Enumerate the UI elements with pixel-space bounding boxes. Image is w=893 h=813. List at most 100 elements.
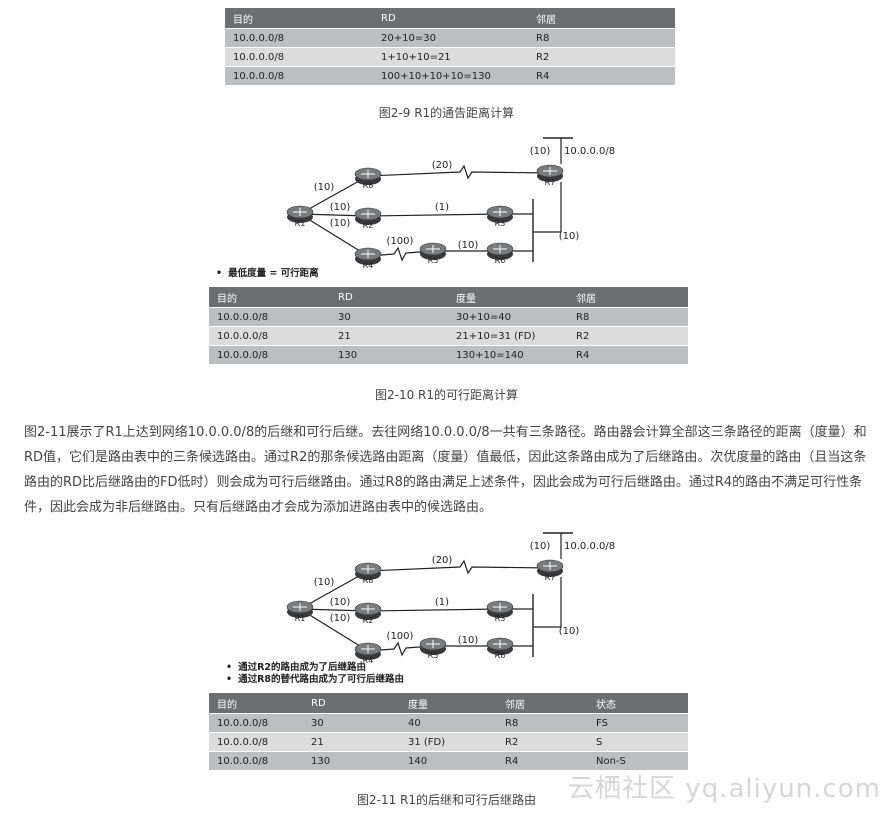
table-cell: 10.0.0.0/8 (209, 732, 303, 752)
table-row: 10.0.0.0/8 20+10=30 R8 (225, 28, 675, 48)
table-cell: 10.0.0.0/8 (209, 307, 330, 327)
table-cell: 100+10+10+10=130 (373, 66, 528, 85)
table-cell: R4 (497, 751, 588, 770)
router-arrows-icon (493, 208, 507, 216)
router-icon (536, 559, 564, 577)
metric-label: (10) (458, 635, 479, 646)
metric-label: (10) (330, 613, 351, 624)
table-header-row: 目的 RD 度量 邻居 (209, 287, 688, 308)
router-icon (354, 562, 382, 580)
metric-label: (1) (435, 202, 449, 213)
header-cell: 状态 (588, 693, 688, 714)
table-row: 10.0.0.0/8 100+10+10+10=130 R4 (225, 66, 675, 85)
router-label: R3 (495, 219, 506, 228)
body-paragraph: 图2-11展示了R1上达到网络10.0.0.0/8的后继和可行后继。去往网络10… (24, 425, 867, 515)
metric-label: (10) (530, 541, 551, 552)
header-cell: RD (330, 287, 448, 308)
router-icon (286, 600, 314, 618)
table-cell: R4 (568, 345, 688, 364)
metric-label: (10) (330, 202, 351, 213)
router-icon (486, 242, 514, 260)
router-label: R1 (295, 614, 306, 623)
header-cell: 目的 (209, 693, 303, 714)
header-cell: 邻居 (568, 287, 688, 308)
router-arrows-icon (493, 640, 507, 648)
router-arrows-icon (361, 250, 375, 258)
router-label: R7 (545, 573, 556, 582)
router-arrows-icon (361, 605, 375, 613)
metric-label: (100) (387, 236, 414, 247)
table-cell: 30+10=40 (448, 307, 568, 327)
router-icon (486, 637, 514, 655)
table-cell: 10.0.0.0/8 (209, 713, 303, 733)
table-fd: 目的 RD 度量 邻居 10.0.0.0/8 30 30+10=40 R8 10… (209, 287, 688, 364)
table-cell: 10.0.0.0/8 (225, 47, 373, 67)
table-row: 10.0.0.0/8 21 21+10=31 (FD) R2 (209, 326, 688, 346)
router-arrows-icon (361, 565, 375, 573)
link-r1-r8 (299, 570, 369, 610)
metric-label: (10) (314, 577, 335, 588)
network-label: 10.0.0.0/8 (564, 146, 615, 157)
metric-label: (1) (435, 597, 449, 608)
link-r4-r5-serial (367, 641, 434, 657)
router-label: R4 (363, 261, 374, 270)
table-cell: 30 (303, 713, 400, 733)
table-cell: FS (588, 713, 688, 733)
table-row: 10.0.0.0/8 30 40 R8 FS (209, 713, 688, 733)
link-r2-r3 (367, 213, 501, 217)
table-cell: 130 (303, 751, 400, 770)
router-label: R6 (495, 651, 506, 660)
table-cell: S (588, 732, 688, 752)
table-cell: 1+10+10=21 (373, 47, 528, 67)
table-row: 10.0.0.0/8 130 130+10=140 R4 (209, 345, 688, 364)
table-cell: R8 (497, 713, 588, 733)
metric-label: (10) (458, 240, 479, 251)
bullet-item: 最低度量 = 可行距离 (216, 268, 319, 280)
table-cell: 31 (FD) (400, 732, 497, 752)
link-r1-r8 (299, 175, 369, 215)
metric-label: (10) (559, 626, 580, 637)
table-cell: 10.0.0.0/8 (209, 751, 303, 770)
metric-label: (100) (387, 631, 414, 642)
table-cell: 21 (303, 732, 400, 752)
metric-label: (10) (314, 182, 335, 193)
header-cell: RD (303, 693, 400, 714)
figure-caption: 图2-10 R1的可行距离计算 (374, 388, 519, 402)
router-icon (354, 642, 382, 660)
router-icon (354, 247, 382, 265)
header-cell: 邻居 (497, 693, 588, 714)
router-arrows-icon (361, 170, 375, 178)
table-cell: 30 (330, 307, 448, 327)
router-icon (536, 164, 564, 182)
bullet-item: 通过R2的路由成为了后继路由 (226, 662, 404, 674)
table-row: 10.0.0.0/8 130 140 R4 Non-S (209, 751, 688, 770)
router-label: R8 (363, 181, 374, 190)
router-arrows-icon (493, 245, 507, 253)
header-cell: 目的 (209, 287, 330, 308)
router-label: R7 (545, 178, 556, 187)
router-arrows-icon (361, 210, 375, 218)
router-arrows-icon (543, 167, 557, 175)
link-r1-r4 (299, 213, 369, 257)
table-row: 10.0.0.0/8 30 30+10=40 R8 (209, 307, 688, 327)
router-label: R6 (495, 256, 506, 265)
table-header-row: 目的 RD 邻居 (225, 8, 675, 29)
link-r8-r7-serial (367, 164, 551, 180)
metric-label: (10) (530, 146, 551, 157)
bullet-item: 通过R8的替代路由成为了可行后继路由 (226, 674, 404, 686)
link-r2-r3 (367, 608, 501, 612)
table-cell: R8 (528, 28, 675, 48)
table-cell: R2 (568, 326, 688, 346)
link-r4-r5-serial (367, 246, 434, 262)
metric-label: (10) (330, 597, 351, 608)
router-icon (419, 637, 447, 655)
router-arrows-icon (293, 208, 307, 216)
network-label: 10.0.0.0/8 (564, 541, 615, 552)
table-cell: 130 (330, 345, 448, 364)
figure-caption: 图2-9 R1的通告距离计算 (378, 106, 515, 120)
table-cell: 21+10=31 (FD) (448, 326, 568, 346)
router-arrows-icon (426, 640, 440, 648)
table-cell: 10.0.0.0/8 (209, 345, 330, 364)
